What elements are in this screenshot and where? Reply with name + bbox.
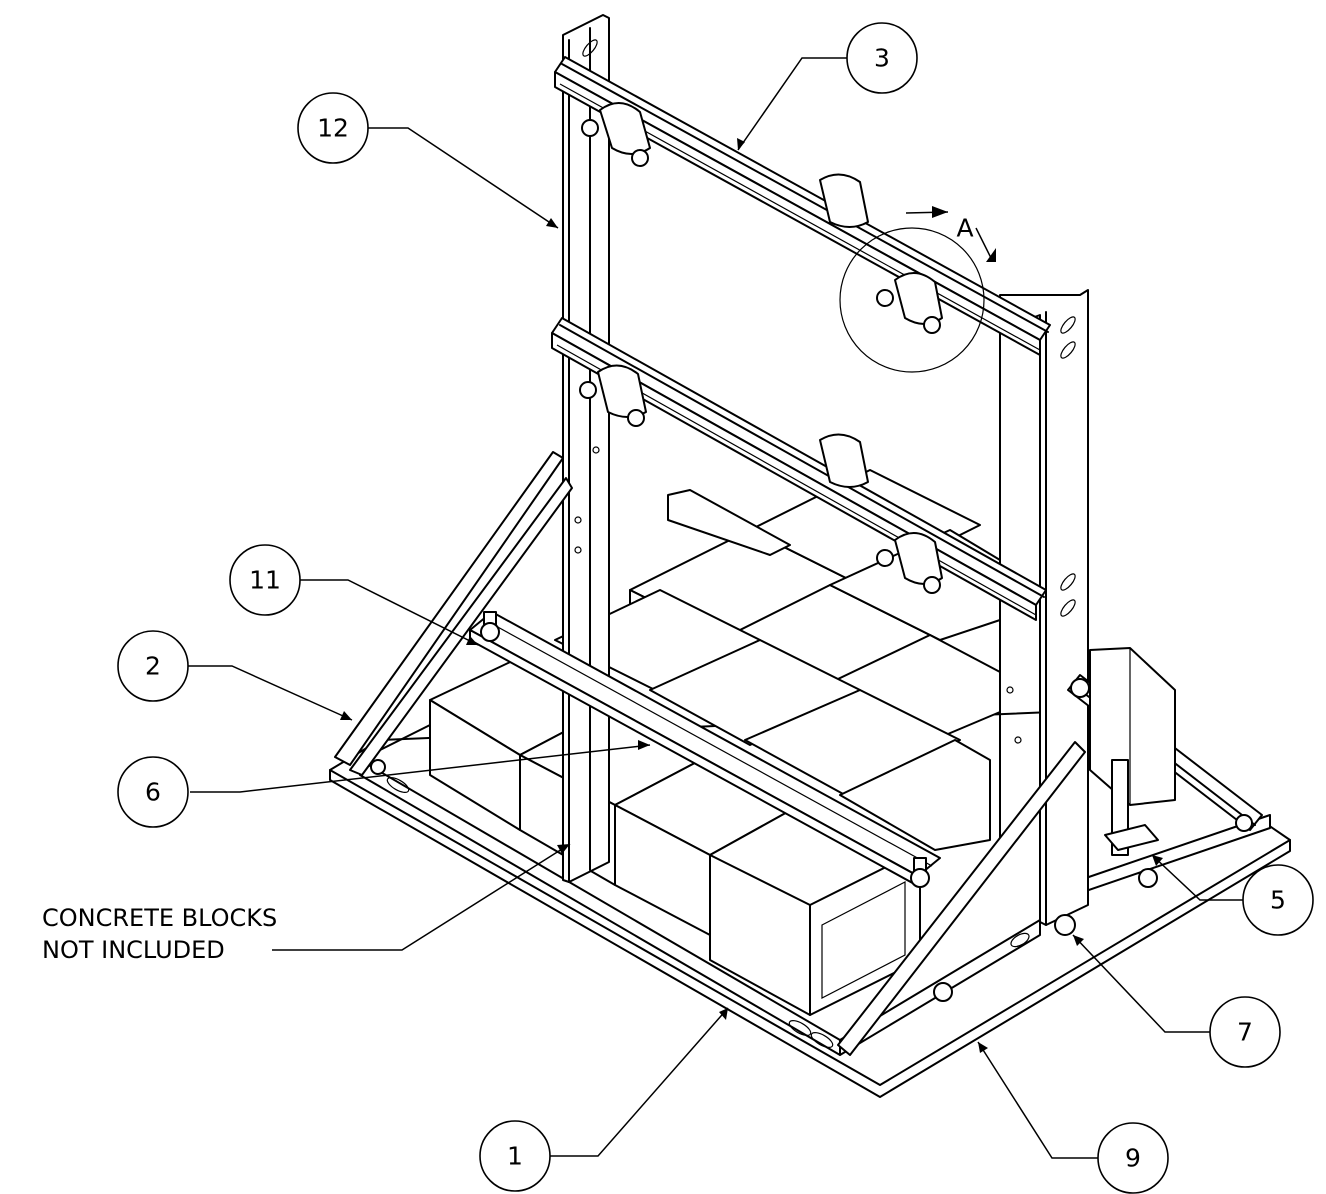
concrete-blocks-note: CONCRETE BLOCKS NOT INCLUDED	[42, 904, 277, 964]
detail-circle-a: A	[839, 206, 996, 373]
clamp	[819, 173, 869, 228]
clamp	[579, 364, 647, 427]
balloon-7: 7	[1209, 996, 1281, 1068]
balloon-12: 12	[297, 92, 369, 164]
front-retaining-rail	[469, 611, 941, 888]
rear-cross-member	[667, 489, 791, 556]
balloon-6: 6	[117, 756, 189, 828]
balloon-9-label: 9	[1125, 1144, 1141, 1173]
balloon-1-label: 1	[507, 1142, 523, 1171]
balloon-12-label: 12	[317, 114, 349, 143]
balloon-3-label: 3	[874, 44, 890, 73]
pipe-clamps	[579, 102, 943, 594]
clamp	[819, 433, 869, 488]
balloon-1: 1	[479, 1120, 551, 1192]
note-line-1: CONCRETE BLOCKS	[42, 904, 277, 932]
diagonal-braces	[334, 451, 1263, 1056]
balloon-11-label: 11	[249, 566, 281, 595]
balloon-9: 9	[1097, 1122, 1169, 1194]
balloon-6-label: 6	[145, 778, 161, 807]
note-line-2: NOT INCLUDED	[42, 936, 225, 964]
clamp	[876, 532, 943, 594]
upper-strut-rail	[554, 56, 1051, 356]
clamp	[581, 102, 651, 167]
clamp	[876, 272, 943, 334]
balloon-7-label: 7	[1237, 1018, 1253, 1047]
balloon-2-label: 2	[145, 652, 161, 681]
balloon-5: 5	[1242, 864, 1314, 936]
balloon-11: 11	[229, 544, 301, 616]
balloon-2: 2	[117, 630, 189, 702]
detail-marker-label: A	[956, 214, 973, 243]
balloon-5-label: 5	[1270, 886, 1286, 915]
balloon-3: 3	[846, 22, 918, 94]
leader-lines	[188, 57, 1244, 1159]
rear-ballast-box	[933, 647, 1176, 1002]
